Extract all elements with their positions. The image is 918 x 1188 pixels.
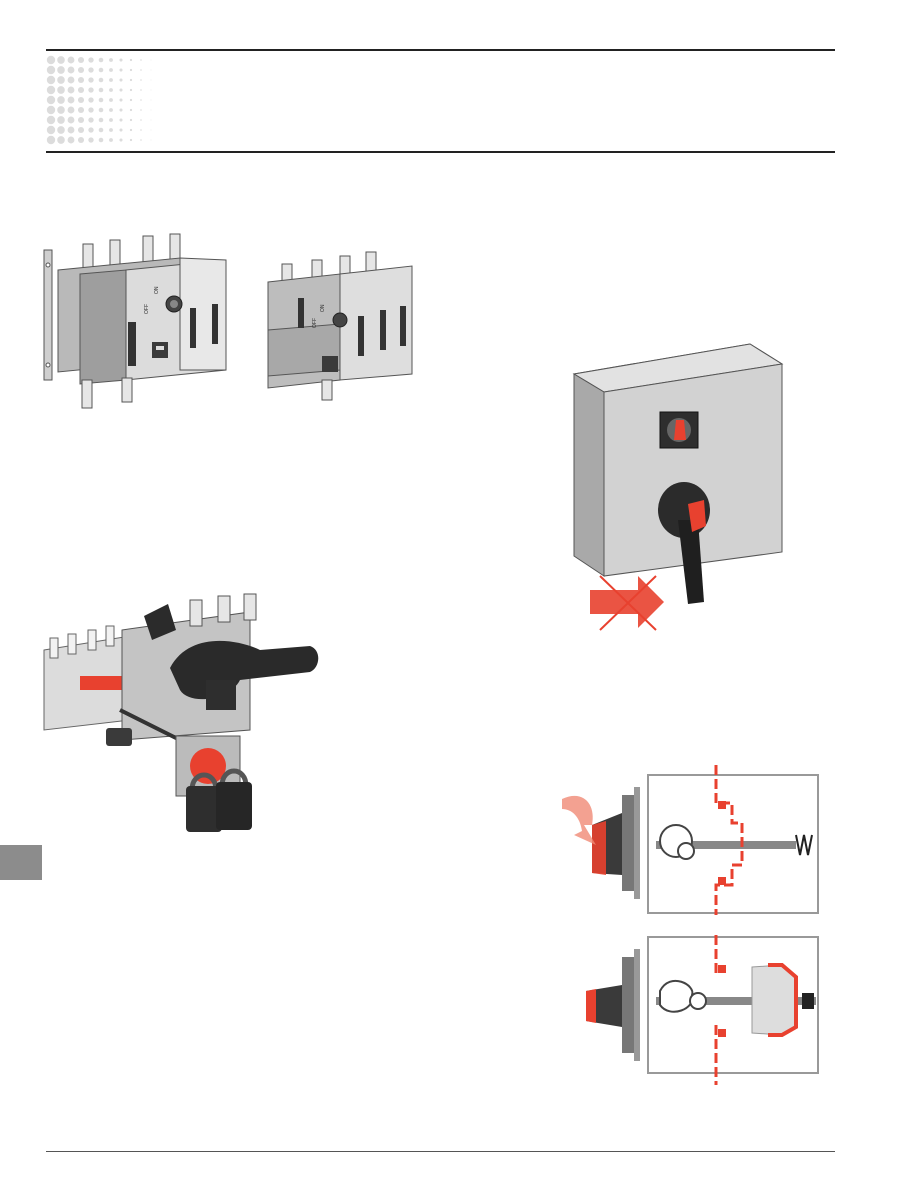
- padlock-icon: [186, 772, 222, 832]
- figure-handle-mechanism: [562, 765, 819, 1085]
- padlock-icon: [216, 768, 252, 830]
- compact-switch-on-label: ON: [320, 304, 326, 312]
- mechanism-closed-state: [562, 765, 819, 915]
- header-top-rule: [46, 49, 835, 51]
- figure-switch-disconnectors: ON OFF ON OFF: [43, 233, 413, 409]
- rotate-arrow-icon: [562, 795, 596, 845]
- mechanism-open-state: [586, 935, 819, 1085]
- compact-switch-off-label: OFF: [312, 318, 318, 328]
- header-halftone-pattern: [46, 55, 152, 145]
- chapter-side-tab: [0, 845, 42, 880]
- switch-on-label: ON: [154, 286, 160, 294]
- footer-rule: [46, 1151, 835, 1152]
- switch-disconnector-large: ON OFF: [43, 233, 227, 409]
- switch-disconnector-compact: ON OFF: [267, 251, 413, 401]
- figure-padlock-switch: [43, 593, 319, 832]
- figure-enclosure-door-interlock: [572, 343, 784, 631]
- header-bottom-rule: [46, 151, 835, 153]
- switch-off-label: OFF: [144, 304, 150, 314]
